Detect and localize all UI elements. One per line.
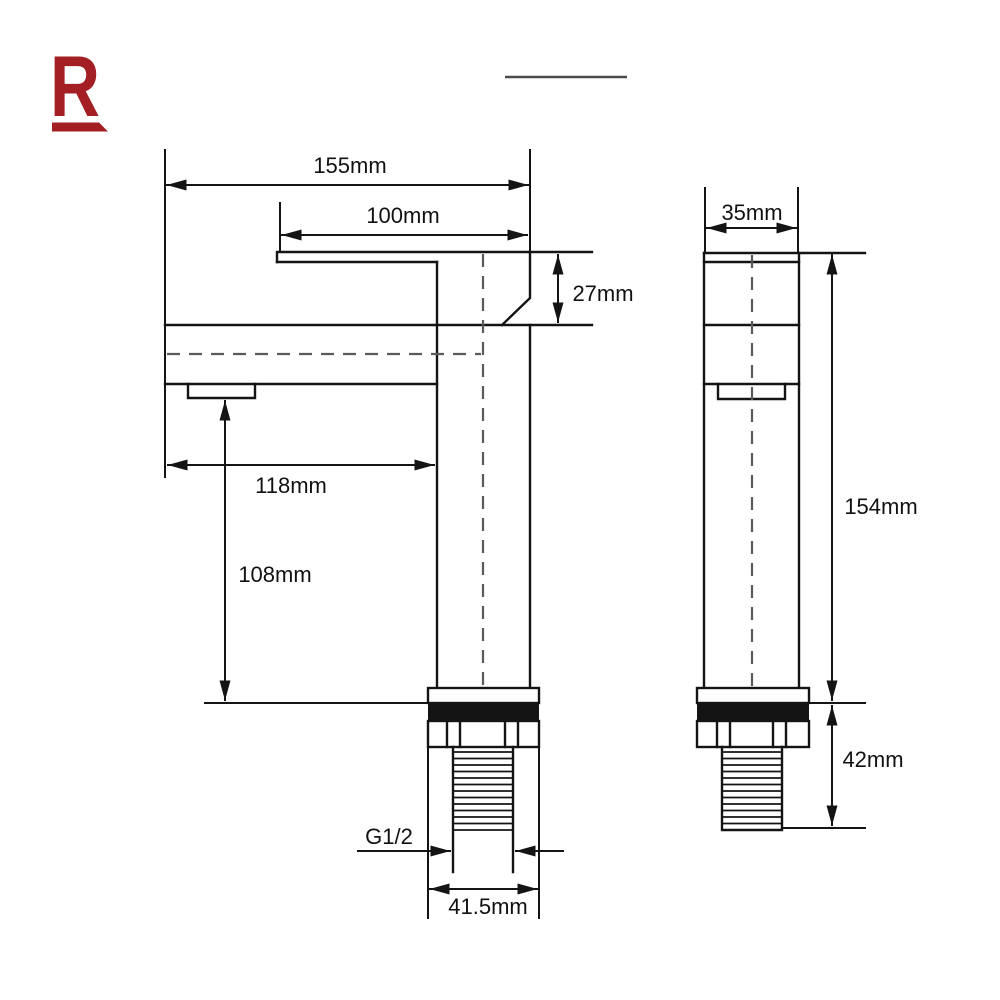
shank-threads xyxy=(722,751,782,825)
dimension-label-108: 108mm xyxy=(238,562,311,587)
base-flange-top xyxy=(426,686,541,705)
dimension-label-27: 27mm xyxy=(572,281,633,306)
base-gasket-black xyxy=(428,703,539,721)
logo-letter: R xyxy=(50,39,100,135)
base-gasket-black xyxy=(697,703,809,721)
shank-outline xyxy=(720,745,784,832)
brand-logo: R xyxy=(50,39,108,135)
mounting-nut xyxy=(695,719,811,749)
dimension-label-154: 154mm xyxy=(844,494,917,519)
side-view: 155mm 100mm 27mm 118mm 108mm xyxy=(163,149,634,919)
handle-top-outline xyxy=(275,250,594,264)
dimension-label-155: 155mm xyxy=(313,153,386,178)
dimension-label-42: 42mm xyxy=(842,747,903,772)
front-view: 35mm xyxy=(695,187,918,832)
dimension-label-g12: G1/2 xyxy=(365,824,413,849)
aerator-nozzle xyxy=(186,382,257,400)
shank-sides xyxy=(451,745,515,874)
dimension-label-100: 100mm xyxy=(366,203,439,228)
dimension-label-118: 118mm xyxy=(255,473,327,498)
shank-threads xyxy=(453,751,513,831)
dimension-label-415: 41.5mm xyxy=(448,894,527,919)
body-right-chamfer xyxy=(500,250,532,327)
base-flange-top xyxy=(695,686,811,705)
logo-underline-swoosh xyxy=(52,122,108,132)
dimension-label-35: 35mm xyxy=(721,200,782,225)
mounting-nut xyxy=(426,719,541,749)
